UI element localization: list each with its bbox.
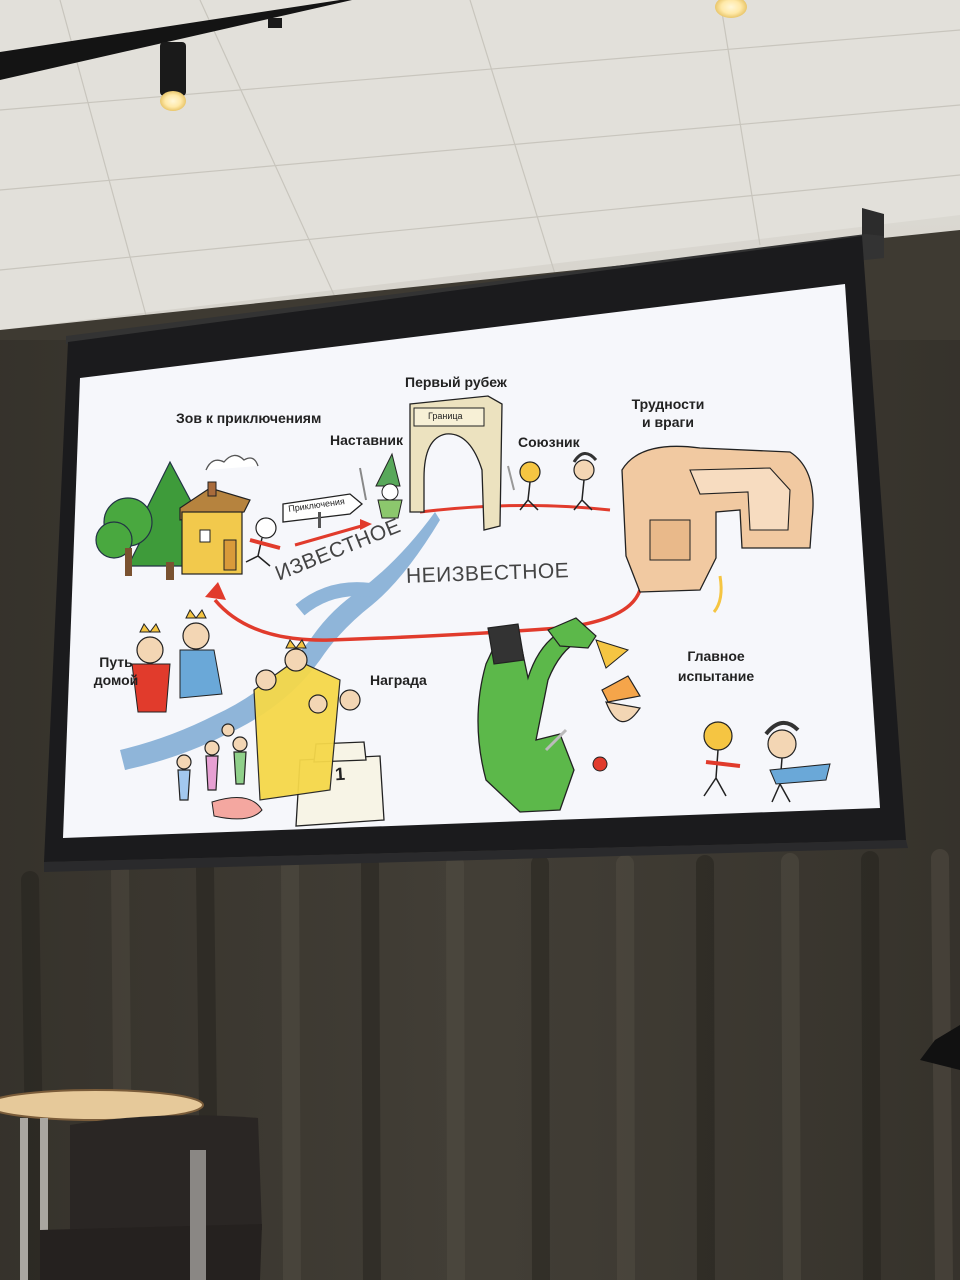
- gate-text: Граница: [428, 411, 463, 421]
- hero-running: [245, 517, 281, 567]
- label-road-home-line1: Путь: [99, 654, 133, 670]
- track-light: [0, 0, 747, 111]
- label-trials-line1: Трудности: [631, 396, 705, 412]
- path-return: [213, 589, 642, 642]
- dragon: [477, 617, 630, 813]
- kings-road-home: [131, 609, 223, 713]
- label-mentor: Наставник: [330, 432, 404, 448]
- house: [179, 454, 259, 575]
- ally-characters: [507, 452, 598, 511]
- label-reward: Награда: [370, 672, 427, 688]
- curtain-folds: [21, 849, 953, 1280]
- label-trials-line2: и враги: [642, 414, 694, 430]
- castle-maze: [621, 445, 814, 613]
- podium-number: 1: [334, 763, 346, 785]
- label-call-to-adventure: Зов к приключениям: [176, 410, 322, 426]
- label-ally: Союзник: [518, 434, 580, 450]
- adventure-sign: [282, 493, 364, 528]
- old-hero: [601, 675, 642, 723]
- plant-silhouette: [920, 1025, 960, 1070]
- threshold-gate: [409, 395, 503, 531]
- reward-podium: [211, 639, 385, 827]
- label-ordeal-line1: Главное: [687, 648, 745, 664]
- slide-illustration: [95, 395, 831, 827]
- label-ordeal-line2: испытание: [677, 668, 755, 684]
- mentor-wizard: [359, 452, 403, 519]
- scared-characters: [703, 721, 831, 803]
- path-start: [294, 523, 366, 547]
- label-first-threshold: Первый рубеж: [405, 374, 507, 390]
- river: [120, 512, 440, 770]
- path-arrowhead: [205, 582, 226, 600]
- crowd: [176, 723, 248, 801]
- label-road-home-line2: домой: [93, 672, 139, 688]
- foreground-chair: [40, 1115, 262, 1280]
- path-top: [419, 503, 611, 514]
- foreground-table: [0, 1089, 204, 1280]
